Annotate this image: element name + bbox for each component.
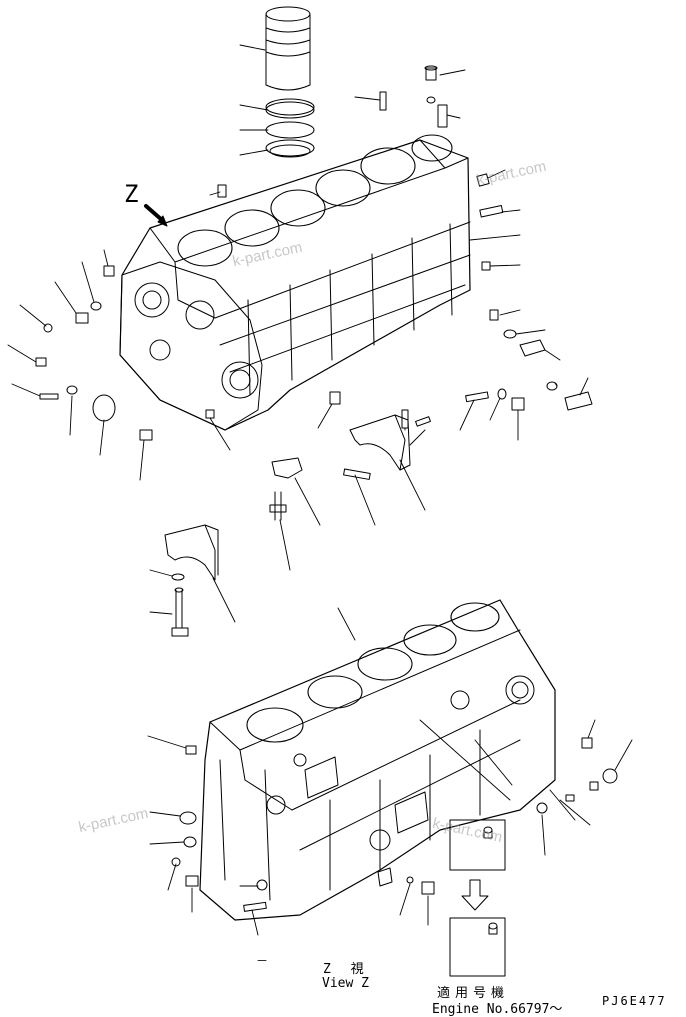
leader-lines-lower xyxy=(147,607,633,936)
liner-rings xyxy=(265,98,315,158)
detail-box-after xyxy=(449,917,506,977)
view-z-en-label: View Z xyxy=(322,976,369,991)
view-z-arrow xyxy=(144,204,168,227)
cylinder-liner xyxy=(265,6,311,91)
drawing-code-label: PJ6E477 xyxy=(602,994,667,1008)
small-parts-upper xyxy=(35,65,593,480)
main-bearing-cap-lower xyxy=(164,524,219,581)
lower-bore-row xyxy=(246,602,500,743)
cylinder-bore-row xyxy=(177,134,453,267)
engine-number-label: Engine No.66797～ xyxy=(432,1002,563,1017)
dash-label: － xyxy=(256,954,269,968)
detail-arrow-down xyxy=(461,879,489,911)
cap-bolt xyxy=(171,573,189,637)
detail-box-before xyxy=(449,819,506,871)
oil-jet xyxy=(269,457,303,521)
small-parts-lower xyxy=(171,737,618,912)
z-letter-label: Z xyxy=(124,180,139,208)
applicable-serial-jp-label: 適用号機 xyxy=(437,986,510,1001)
upper-cylinder-block xyxy=(119,134,471,431)
view-z-jp-label: Z 視 xyxy=(323,962,370,977)
leader-lines-upper xyxy=(7,44,589,623)
lower-cylinder-block xyxy=(199,599,556,921)
